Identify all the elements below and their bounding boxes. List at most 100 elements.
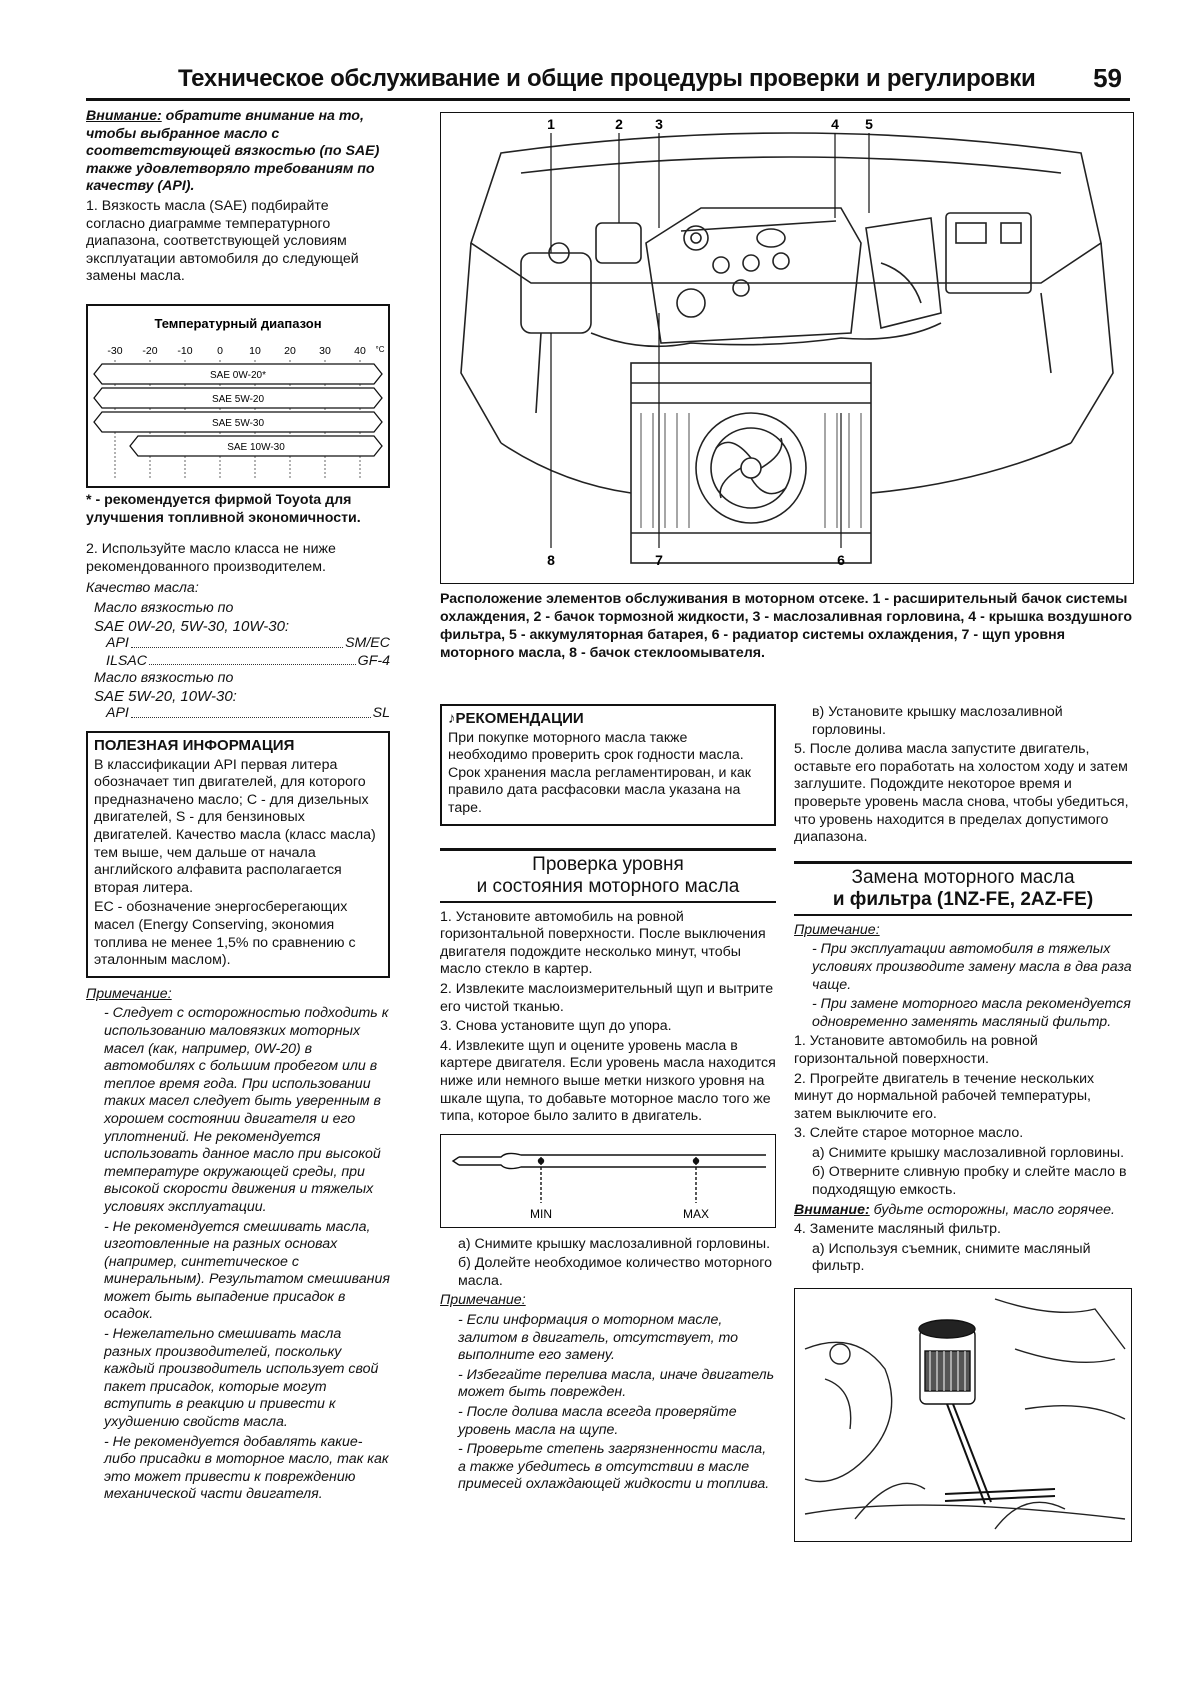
air-filter-cover xyxy=(865,217,942,329)
tick-label: 20 xyxy=(284,345,296,357)
recommendations-title: ♪РЕКОМЕНДАЦИИ xyxy=(448,710,768,728)
temperature-chart: Температурный диапазон -30 -20 -10 0 10 … xyxy=(86,303,390,488)
change-step: 2. Прогрейте двигатель в течение несколь… xyxy=(794,1070,1095,1122)
note-item: - Избегайте перелива масла, иначе двигат… xyxy=(458,1366,775,1401)
filter-step: 4. Замените масляный фильтр. xyxy=(794,1221,1001,1238)
viscosity-step: 1. Вязкость масла (SAE) подбирайте согла… xyxy=(86,197,359,285)
radiator xyxy=(630,362,872,564)
check-oil-section-title: Проверка уровня и состояния моторного ма… xyxy=(440,847,776,903)
section-title-line: Проверка уровня xyxy=(532,853,684,875)
callout-label: 8 xyxy=(547,552,555,568)
filter-substep: а) Используя съемник, снимите масляный ф… xyxy=(812,1240,1091,1275)
left-note-label: Примечание: xyxy=(86,985,172,1002)
engine-bay-illustration: 1 2 3 4 5 8 7 6 xyxy=(460,116,1114,568)
oil-change-section-title: Замена моторного масла и фильтра (1NZ-FE… xyxy=(794,860,1132,916)
toyota-footnote: * - рекомендуется фирмой Toyota для улуч… xyxy=(86,491,361,526)
oil-quality-table: Масло вязкостью по SAE 0W-20, 5W-30, 10W… xyxy=(86,600,390,723)
tick-label: -20 xyxy=(142,345,157,357)
sae-5w30-bar xyxy=(93,411,383,433)
restart-step: 5. После долива масла запустите двигател… xyxy=(794,741,1129,846)
recommendations-box: ♪РЕКОМЕНДАЦИИ При покупке моторного масл… xyxy=(440,704,776,826)
note-item: - Не рекомендуется смешивать масла, изго… xyxy=(104,1218,390,1323)
change-substep: а) Снимите крышку маслозаливной горловин… xyxy=(812,1144,1125,1161)
section-title-line: Замена моторного масла xyxy=(851,866,1075,888)
battery xyxy=(945,212,1032,294)
change-step: 3. Слейте старое моторное масло. xyxy=(794,1125,1024,1142)
coolant-tank xyxy=(520,252,592,334)
dipstick-illustration: MIN MAX xyxy=(451,1152,766,1221)
callout-label: 3 xyxy=(655,116,663,132)
oil-filler-cap xyxy=(683,225,709,251)
brake-reservoir xyxy=(595,222,642,264)
right-note-label: Примечание: xyxy=(794,921,880,938)
middle-column: ♪РЕКОМЕНДАЦИИ При покупке моторного масл… xyxy=(440,704,776,1496)
temp-ticks: -30 -20 -10 0 10 20 30 40 °C xyxy=(107,345,384,357)
api2-value: SL xyxy=(372,705,390,722)
cap-install-step: в) Установите крышку маслозаливной горло… xyxy=(812,704,1063,738)
recommendations-text: При покупке моторного масла также необхо… xyxy=(448,729,751,816)
group2-label: Масло вязкостью по xyxy=(94,670,234,687)
useful-info-title: ПОЛЕЗНАЯ ИНФОРМАЦИЯ xyxy=(94,737,295,755)
sae-10w30-label: SAE 10W-30 xyxy=(227,442,285,453)
mid-notes: - Если информация о моторном масле, зали… xyxy=(440,1312,776,1494)
tick-label: 30 xyxy=(319,345,331,357)
callout-label: 6 xyxy=(837,552,845,568)
check-step: 3. Снова установите щуп до упора. xyxy=(440,1018,672,1035)
right-notes: - При эксплуатации автомобиля в тяжелых … xyxy=(794,941,1132,1031)
attention-text: обратите внимание на то, чтобы выбранное… xyxy=(86,108,380,195)
sae-5w20-label: SAE 5W-20 xyxy=(212,394,264,405)
page-header: Техническое обслуживание и общие процеду… xyxy=(86,62,1130,101)
api-label: API xyxy=(106,635,129,652)
check-step: 2. Извлеките маслоизмерительный щуп и вы… xyxy=(440,980,774,1015)
tick-unit: °C xyxy=(376,345,385,354)
section-title-line: и фильтра (1NZ-FE, 2AZ-FE) xyxy=(832,888,1094,910)
dipstick-handle xyxy=(676,288,706,318)
check-substep: а) Снимите крышку маслозаливной горловин… xyxy=(458,1235,771,1252)
filter-wrench xyxy=(944,1403,1056,1505)
group1-label: Масло вязкостью по xyxy=(94,599,234,616)
temperature-chart-graphic: Температурный диапазон -30 -20 -10 0 10 … xyxy=(93,316,385,478)
engine-figure: 1 2 3 4 5 8 7 6 xyxy=(440,112,1134,584)
oil-filter-removal-illustration xyxy=(804,1298,1126,1530)
callout-label: 5 xyxy=(865,116,873,132)
sae-0w20-bar xyxy=(93,363,383,385)
right-column: в) Установите крышку маслозаливной горло… xyxy=(794,704,1132,1543)
dipstick-figure: MIN MAX xyxy=(440,1133,776,1228)
note-item: - Нежелательно смешивать масла разных пр… xyxy=(104,1326,379,1431)
api-row: API SM/EC xyxy=(94,635,390,653)
group1-grades: SAE 0W-20, 5W-30, 10W-30: xyxy=(94,617,290,635)
class-step: 2. Используйте масло класса не ниже реко… xyxy=(86,541,336,575)
tick-label: 0 xyxy=(217,345,223,357)
attention-paragraph: Внимание: обратите внимание на то, чтобы… xyxy=(86,108,390,196)
tick-label: -10 xyxy=(177,345,192,357)
callout-label: 4 xyxy=(831,116,839,132)
note-item: - Проверьте степень загрязненности масла… xyxy=(458,1441,770,1493)
warning-text: будьте осторожны, масло горячее. xyxy=(873,1201,1115,1218)
page-title: Техническое обслуживание и общие процеду… xyxy=(178,65,1036,92)
radiator-fan xyxy=(695,412,807,524)
callout-label: 7 xyxy=(655,552,663,568)
ilsac-label: ILSAC xyxy=(106,652,148,669)
oil-filter-figure xyxy=(794,1288,1132,1543)
sae-0w20-label: SAE 0W-20* xyxy=(210,370,266,381)
check-substep: б) Долейте необходимое количество моторн… xyxy=(458,1255,773,1289)
note-icon: ♪ xyxy=(448,710,456,727)
engine-cover xyxy=(645,207,862,344)
check-step: 1. Установите автомобиль на ровной гориз… xyxy=(440,908,766,978)
check-step: 4. Извлеките щуп и оцените уровень масла… xyxy=(440,1037,776,1125)
recommendations-title-text: РЕКОМЕНДАЦИИ xyxy=(455,710,584,727)
mid-note-label: Примечание: xyxy=(440,1292,526,1309)
group2-grades: SAE 5W-20, 10W-30: xyxy=(94,687,237,705)
dipstick-max-label: MAX xyxy=(683,1207,709,1221)
sae-5w20-bar xyxy=(93,387,383,409)
tick-label: 10 xyxy=(249,345,261,357)
note-item: - Не рекомендуется добавлять какие-либо … xyxy=(104,1433,389,1503)
api-value: SM/EC xyxy=(345,635,390,652)
change-step: 1. Установите автомобиль на ровной гориз… xyxy=(794,1033,1038,1067)
sae-10w30-bar xyxy=(129,435,383,457)
note-item: - Если информация о моторном масле, зали… xyxy=(458,1312,739,1364)
useful-info-box: ПОЛЕЗНАЯ ИНФОРМАЦИЯ В классификации API … xyxy=(86,731,390,978)
sae-5w30-label: SAE 5W-30 xyxy=(212,418,264,429)
note-item: - После долива масла всегда проверяйте у… xyxy=(458,1404,737,1438)
